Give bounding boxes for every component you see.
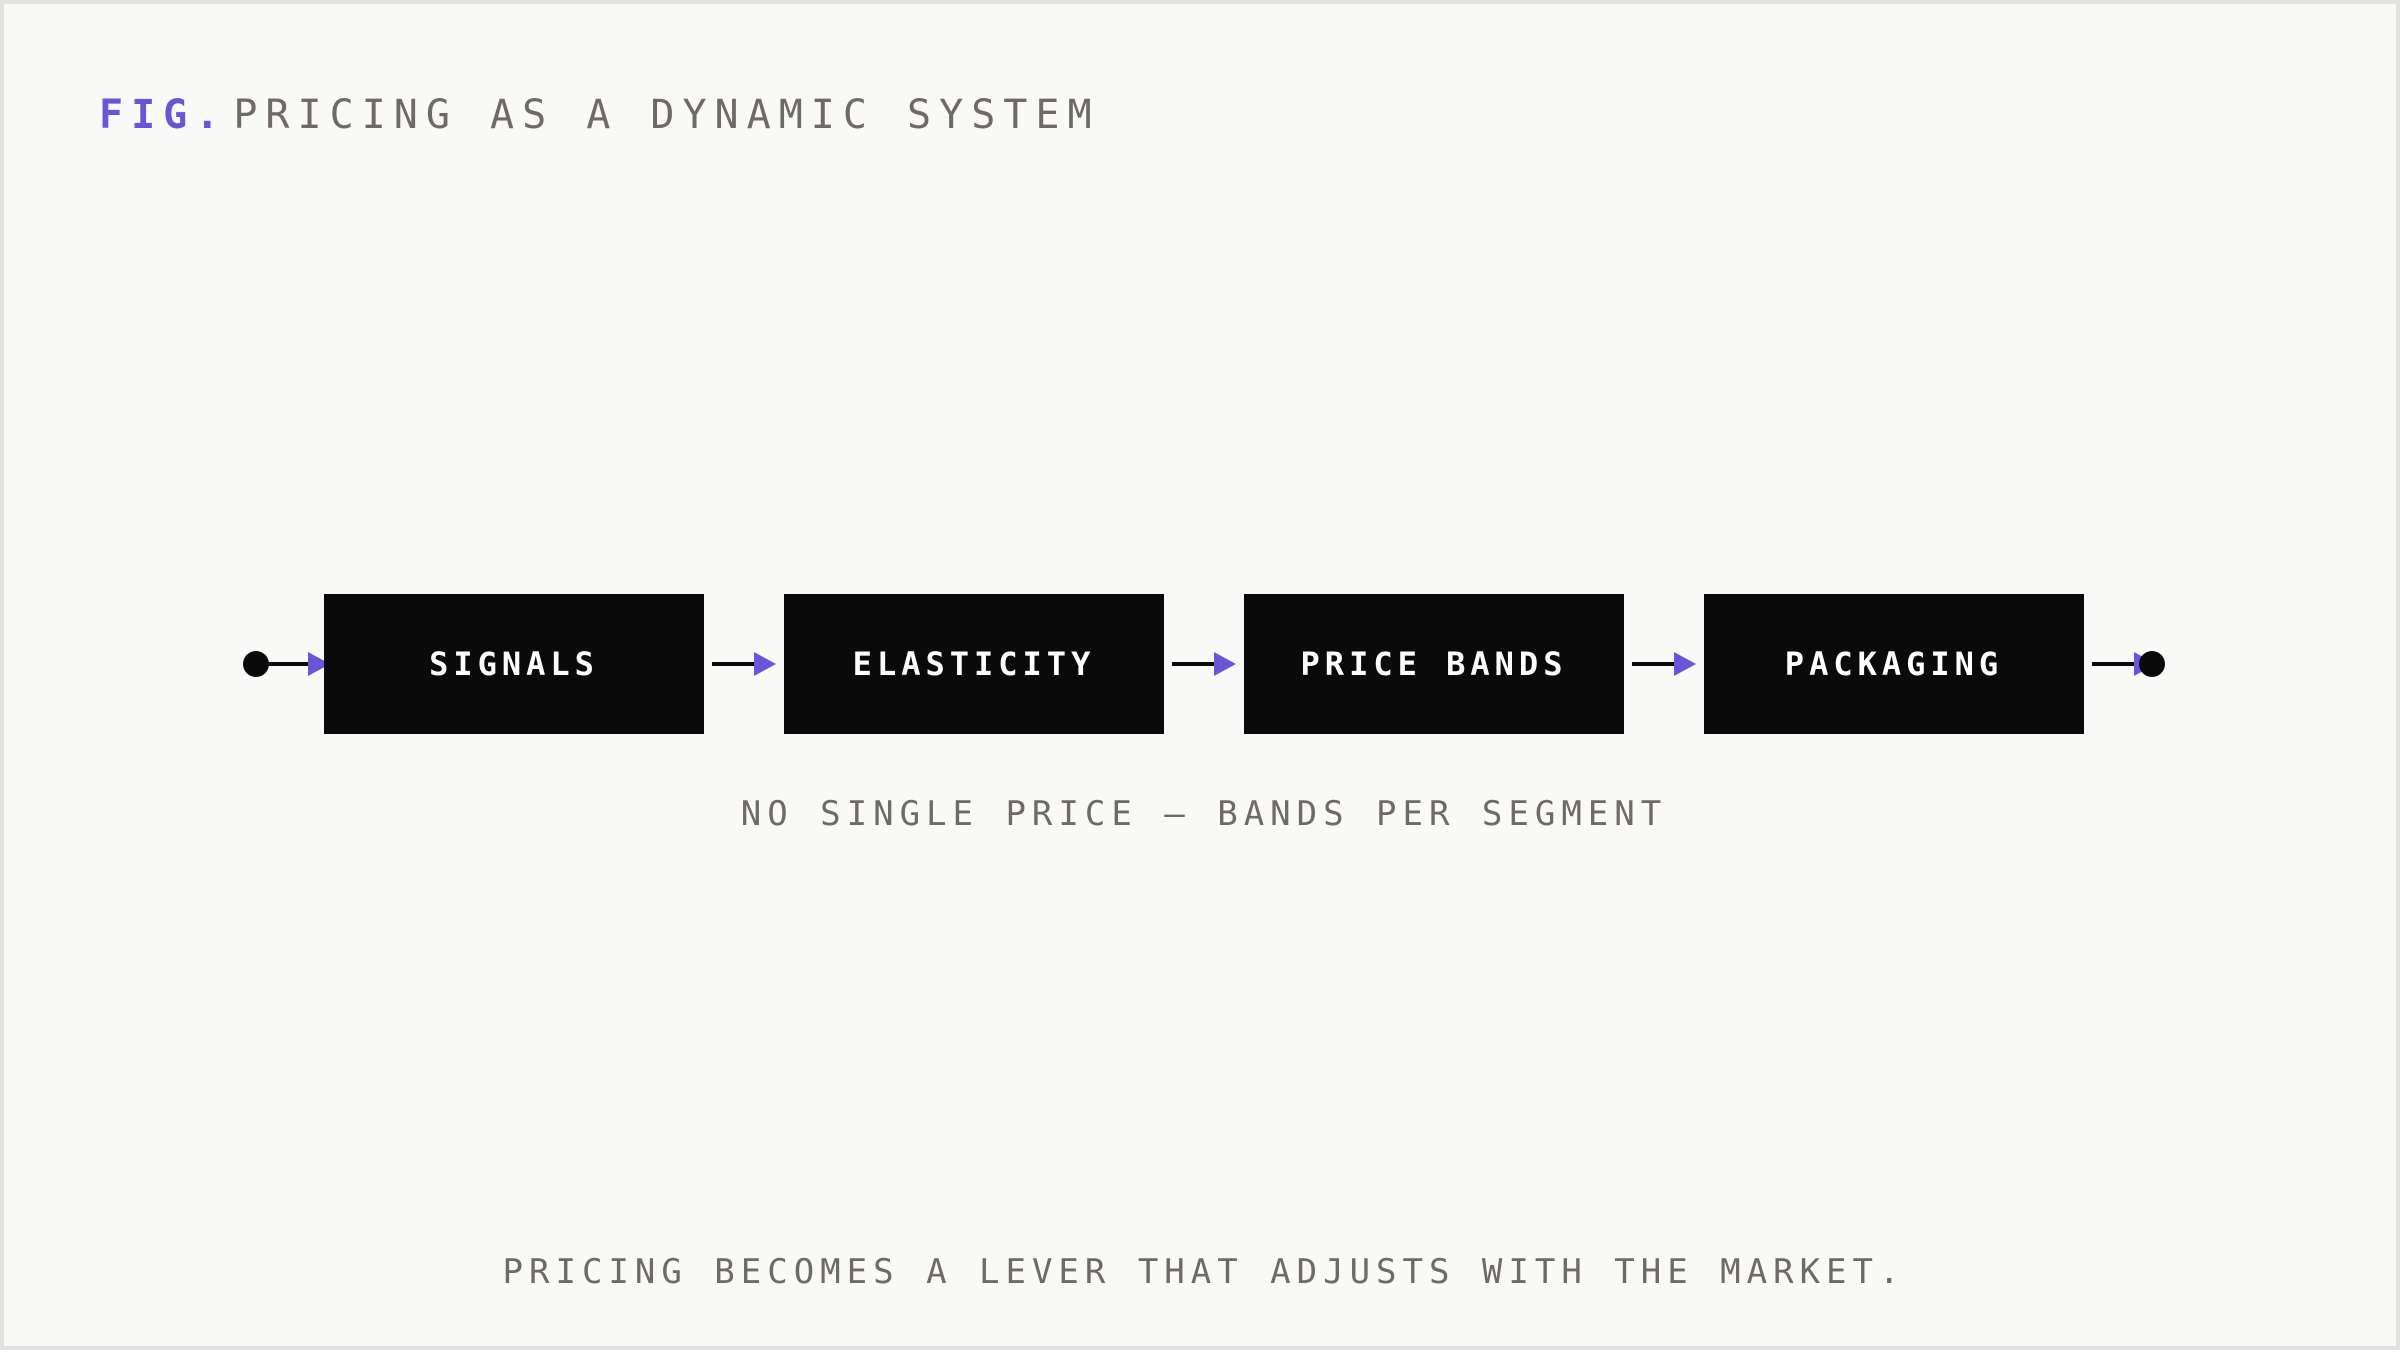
diagram-caption: NO SINGLE PRICE — BANDS PER SEGMENT: [740, 794, 1668, 834]
arrow-shaft: [2092, 662, 2136, 666]
flow-node-packaging: PACKAGING: [1704, 594, 2084, 734]
flow-start-dot: [243, 651, 269, 677]
flow-node-price-bands: PRICE BANDS: [1244, 594, 1624, 734]
figure-title: FIG.PRICING AS A DYNAMIC SYSTEM: [99, 88, 1100, 142]
flow-node-label: PACKAGING: [1784, 645, 2004, 683]
arrow-head-icon: [754, 652, 776, 676]
figure-label: FIG.: [99, 92, 228, 138]
flow-arrow-1: [712, 652, 776, 676]
arrow-shaft: [712, 662, 756, 666]
arrow-shaft: [1172, 662, 1216, 666]
flow-node-elasticity: ELASTICITY: [784, 594, 1164, 734]
flow-node-label: PRICE BANDS: [1300, 645, 1568, 683]
footer-text: PRICING BECOMES A LEVER THAT ADJUSTS WIT…: [502, 1252, 1906, 1292]
figure-title-text: PRICING AS A DYNAMIC SYSTEM: [233, 92, 1100, 138]
flow-arrow-start: [266, 652, 330, 676]
flow-arrow-2: [1172, 652, 1236, 676]
arrow-head-icon: [1214, 652, 1236, 676]
flow-node-label: ELASTICITY: [852, 645, 1096, 683]
flow-arrow-3: [1632, 652, 1696, 676]
arrow-shaft: [266, 662, 310, 666]
flow-node-signals: SIGNALS: [324, 594, 704, 734]
flow-diagram: SIGNALS ELASTICITY PRICE BANDS PACKAGING: [4, 4, 2400, 1354]
flow-node-label: SIGNALS: [429, 645, 599, 683]
flow-end-dot: [2139, 651, 2165, 677]
arrow-head-icon: [1674, 652, 1696, 676]
arrow-shaft: [1632, 662, 1676, 666]
